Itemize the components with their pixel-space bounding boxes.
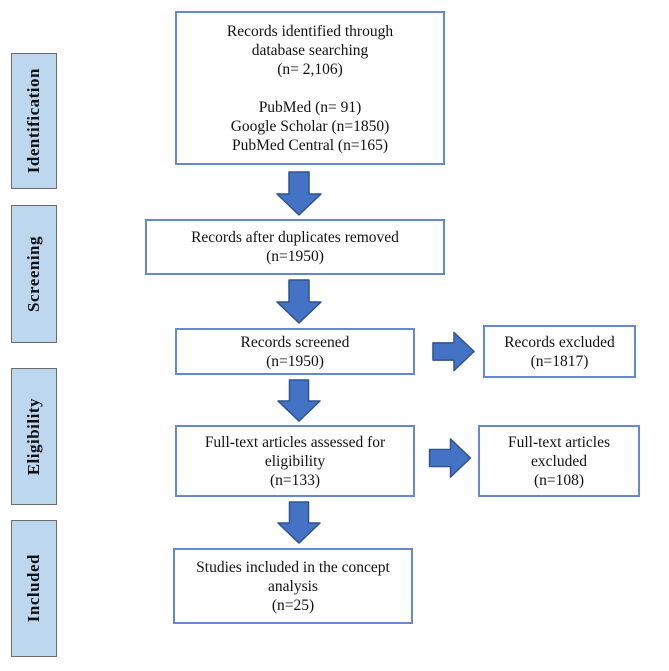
- box-text-line: (n=1817): [530, 352, 589, 370]
- box-text-line: excluded: [531, 452, 587, 470]
- box-text-line: Records screened: [240, 333, 350, 351]
- box-studies-included: Studies included in the concept analysis…: [173, 548, 413, 624]
- box-text-line: Google Scholar (n=1850): [230, 117, 390, 135]
- box-duplicates-removed: Records after duplicates removed (n=1950…: [145, 219, 445, 275]
- box-text-line: Full-text articles assessed for: [204, 433, 386, 451]
- box-text-line: [181, 79, 439, 98]
- stage-band-screening: Screening: [11, 205, 57, 343]
- right-arrow-icon: [432, 331, 475, 372]
- box-text-line: (n=25): [271, 596, 315, 614]
- box-records-identified: Records identified through database sear…: [175, 11, 445, 165]
- box-text-line: Records excluded: [504, 333, 615, 351]
- box-fulltext-excluded: Full-text articles excluded (n=108): [478, 425, 640, 497]
- down-arrow-icon: [276, 279, 322, 324]
- stage-band-eligibility: Eligibility: [11, 368, 57, 505]
- box-fulltext-assessed: Full-text articles assessed for eligibil…: [175, 425, 415, 497]
- stage-band-identification: Identification: [11, 53, 57, 189]
- stage-label-included: Included: [24, 554, 43, 623]
- box-text-line: database searching: [251, 41, 369, 59]
- down-arrow-icon: [277, 379, 321, 422]
- box-text-line: Records after duplicates removed: [191, 229, 399, 246]
- box-text-line: Studies included in the concept: [196, 558, 390, 576]
- box-records-excluded: Records excluded (n=1817): [483, 325, 636, 378]
- down-arrow-icon: [277, 501, 321, 544]
- right-arrow-icon: [428, 438, 472, 478]
- box-text-line: PubMed Central (n=165): [232, 136, 388, 154]
- box-text-line: (n= 2,106): [277, 60, 343, 78]
- down-arrow-icon: [276, 171, 322, 216]
- box-text-line: (n=1950): [266, 248, 324, 265]
- box-text-line: Full-text articles: [507, 433, 610, 451]
- box-text-line: (n=133): [269, 471, 321, 489]
- box-text-line: Records identified through: [226, 22, 394, 40]
- box-text-line: analysis: [268, 577, 318, 595]
- box-text-line: (n=108): [533, 471, 585, 489]
- box-text-line: eligibility: [264, 452, 326, 470]
- stage-label-identification: Identification: [24, 68, 43, 174]
- stage-band-included: Included: [11, 520, 57, 657]
- box-text-line: (n=1950): [266, 352, 324, 370]
- stage-label-eligibility: Eligibility: [24, 397, 43, 476]
- box-records-screened: Records screened (n=1950): [175, 328, 415, 375]
- stage-label-screening: Screening: [24, 236, 43, 312]
- box-text-line: PubMed (n= 91): [258, 98, 362, 116]
